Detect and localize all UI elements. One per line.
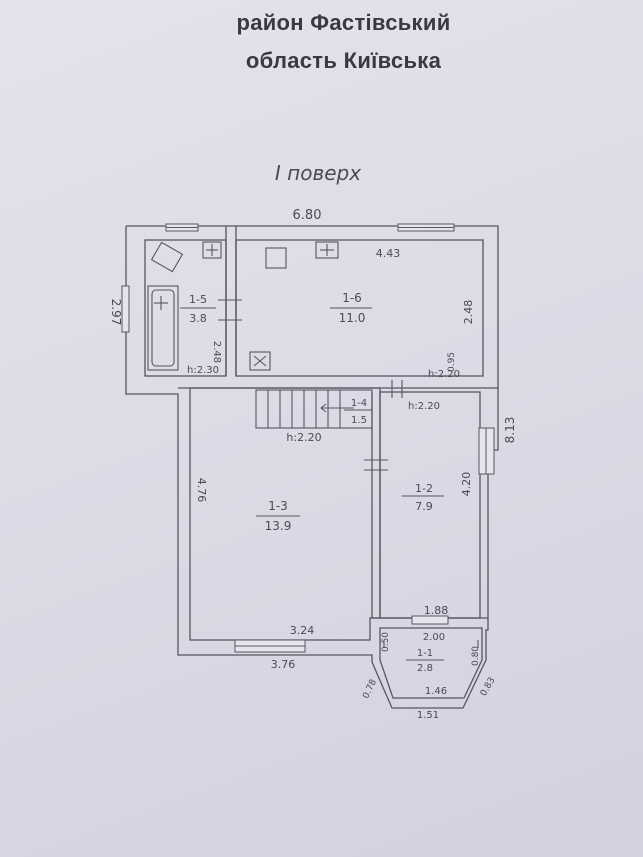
porch-outline bbox=[379, 627, 483, 699]
boiler-icon bbox=[249, 351, 271, 371]
window-porch bbox=[411, 615, 449, 625]
dim-porch-left-diag: 0.78 bbox=[361, 678, 379, 701]
dim-porch-right-diag: 0.83 bbox=[479, 676, 498, 698]
room-1-1-area: 2.8 bbox=[417, 663, 433, 674]
room-1-6-id: 1-6 bbox=[342, 291, 362, 305]
dim-big-outer-width: 3.76 bbox=[271, 658, 296, 671]
dim-hall-height: h:2.20 bbox=[286, 431, 321, 444]
dim-room12-width: 1.88 bbox=[424, 604, 449, 617]
room-1-6-area: 11.0 bbox=[339, 311, 366, 325]
dim-right-depth: 8.13 bbox=[503, 417, 517, 444]
dim-overall-width: 6.80 bbox=[293, 208, 322, 223]
dim-porch-bottom-outer: 1.51 bbox=[417, 710, 439, 721]
dim-kitchen-width: 4.43 bbox=[376, 247, 401, 260]
outer-wall bbox=[125, 225, 499, 709]
dim-porch-left-side: 0.50 bbox=[381, 632, 391, 652]
dim-big-inner-width: 3.24 bbox=[290, 624, 315, 637]
washing-machine-icon bbox=[150, 241, 184, 273]
dim-left-depth: 2.97 bbox=[109, 299, 123, 326]
kitchen-sink-icon bbox=[315, 241, 339, 259]
dim-room12-depth: 4.20 bbox=[460, 472, 473, 497]
dim-kitchen-side: 0.95 bbox=[447, 352, 457, 372]
dim-porch-top: 2.00 bbox=[423, 632, 445, 643]
room-1-3-area: 13.9 bbox=[265, 519, 292, 533]
room-1-4-id: 1-4 bbox=[351, 398, 367, 409]
room-1-4-area: 1.5 bbox=[351, 415, 367, 426]
stairs-icon bbox=[255, 389, 373, 429]
header-district: район Фастівський bbox=[236, 10, 451, 35]
dim-kitchen-height: h:2.20 bbox=[428, 369, 460, 380]
stove-icon bbox=[265, 247, 287, 269]
dim-kitchen-depth: 2.48 bbox=[462, 300, 475, 325]
dim-porch-right-side: 0.80 bbox=[471, 646, 481, 666]
room-1-2-area: 7.9 bbox=[415, 500, 433, 513]
header-region: область Київська bbox=[245, 48, 442, 73]
room-1-5-area: 3.8 bbox=[189, 312, 207, 325]
dim-stair-height: h:2.20 bbox=[408, 401, 440, 412]
dim-porch-bottom-inner: 1.46 bbox=[425, 686, 447, 697]
dim-bath-height: h:2.30 bbox=[187, 365, 219, 376]
room-1-3-id: 1-3 bbox=[268, 499, 288, 513]
floor-title: I поверх bbox=[275, 161, 361, 185]
sink-icon bbox=[202, 241, 222, 259]
room-1-5-id: 1-5 bbox=[189, 293, 207, 306]
bathtub-icon bbox=[147, 285, 179, 371]
dim-bath-depth: 2.48 bbox=[211, 341, 222, 363]
room-1-1-id: 1-1 bbox=[417, 648, 433, 659]
room-1-2-id: 1-2 bbox=[415, 482, 433, 495]
dim-big-depth: 4.76 bbox=[195, 478, 208, 503]
window-left bbox=[121, 285, 130, 333]
